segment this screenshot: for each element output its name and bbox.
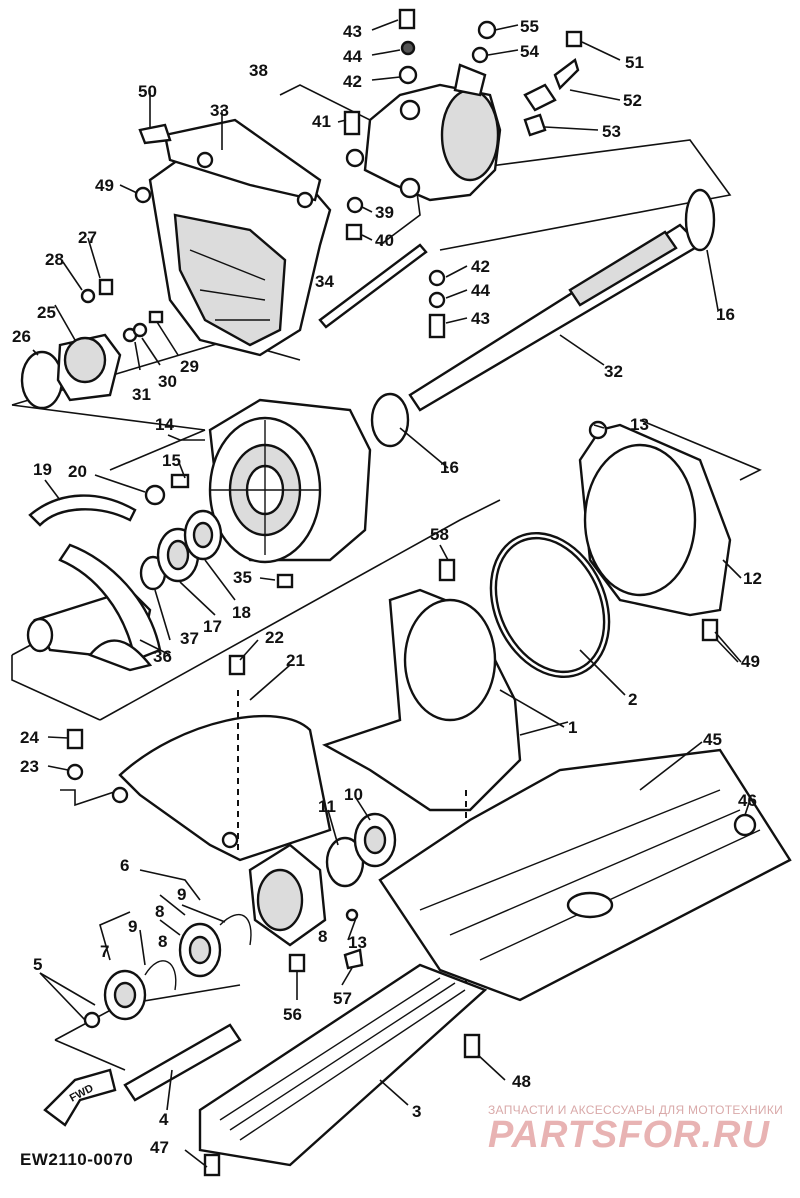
label-22: 22 [265,628,284,647]
label-53: 53 [602,122,621,141]
label-32: 32 [604,362,623,381]
label-51: 51 [625,53,644,72]
label-39: 39 [375,203,394,222]
watermark-tagline: ЗАПЧАСТИ И АКСЕССУАРЫ ДЛЯ МОТОТЕХНИКИ [488,1103,784,1117]
label-16-top: 16 [716,305,735,324]
label-25: 25 [37,303,56,322]
label-58: 58 [430,525,449,544]
intake-grate-1 [322,558,522,812]
label-18: 18 [232,603,251,622]
label-17: 17 [203,617,222,636]
label-42: 42 [343,72,362,91]
impeller-36 [26,543,162,672]
label-30: 30 [158,372,177,391]
label-52: 52 [623,91,642,110]
label-50: 50 [138,82,157,101]
fitting-25-26 [20,310,164,410]
label-44: 44 [343,47,362,66]
drive-shaft-32 [370,188,716,448]
impeller-housing-14 [208,398,372,564]
label-2: 2 [628,690,637,709]
ride-plate-45 [378,748,792,1002]
label-38: 38 [249,61,268,80]
label-14: 14 [155,415,174,434]
label-34: 34 [315,272,334,291]
label-16: 16 [440,458,459,477]
label-45: 45 [703,730,722,749]
label-20: 20 [68,462,87,481]
part-labels: 43 44 42 55 54 51 52 53 38 41 39 40 50 3… [12,17,762,1157]
label-23: 23 [20,757,39,776]
label-7: 7 [100,942,109,961]
label-13-top: 13 [630,415,649,434]
leader-lines [32,19,751,1168]
label-29: 29 [180,357,199,376]
plate-3 [198,963,488,1177]
label-36: 36 [153,647,172,666]
intake-housing-33 [138,118,332,357]
label-1: 1 [568,718,577,737]
label-24: 24 [20,728,39,747]
label-10: 10 [344,785,363,804]
label-56: 56 [283,1005,302,1024]
label-11: 11 [318,797,336,816]
label-33: 33 [210,101,229,120]
label-43b: 43 [471,309,490,328]
duct-12 [578,420,732,642]
label-41: 41 [312,112,331,131]
label-13: 13 [348,933,367,952]
label-15: 15 [162,451,181,470]
label-9a: 9 [177,885,186,904]
label-57: 57 [333,989,352,1008]
hose-19-20 [28,473,190,527]
seals-17-18-37 [139,509,294,591]
label-28: 28 [45,250,64,269]
fwd-arrow: FWD [43,1068,117,1127]
cover-21 [111,654,467,1000]
label-26: 26 [12,327,31,346]
label-3: 3 [412,1102,421,1121]
label-47: 47 [150,1138,169,1157]
label-35: 35 [233,568,252,587]
bearing-housing-group [66,728,397,1102]
o-ring-2 [489,531,611,679]
label-55: 55 [520,17,539,36]
label-27: 27 [78,228,97,247]
label-42b: 42 [471,257,490,276]
watermark-logo: PARTSFOR.RU [488,1114,770,1156]
label-8b: 8 [158,932,167,951]
label-46: 46 [738,791,757,810]
label-6: 6 [120,856,129,875]
drawing-code: EW2110-0070 [20,1150,134,1169]
label-44b: 44 [471,281,490,300]
label-37: 37 [180,629,199,648]
steering-bracket-38 [345,63,502,202]
label-40: 40 [375,231,394,250]
label-5: 5 [33,955,42,974]
label-9b: 9 [128,917,137,936]
label-21: 21 [286,651,305,670]
label-49-top: 49 [95,176,114,195]
label-48: 48 [512,1072,531,1091]
label-49: 49 [741,652,760,671]
fasteners-top [80,8,583,339]
label-8a: 8 [155,902,164,921]
label-4: 4 [159,1110,169,1129]
label-54: 54 [520,42,539,61]
label-12: 12 [743,569,762,588]
label-19: 19 [33,460,52,479]
label-8c: 8 [318,927,327,946]
label-31: 31 [132,385,151,404]
label-43: 43 [343,22,362,41]
